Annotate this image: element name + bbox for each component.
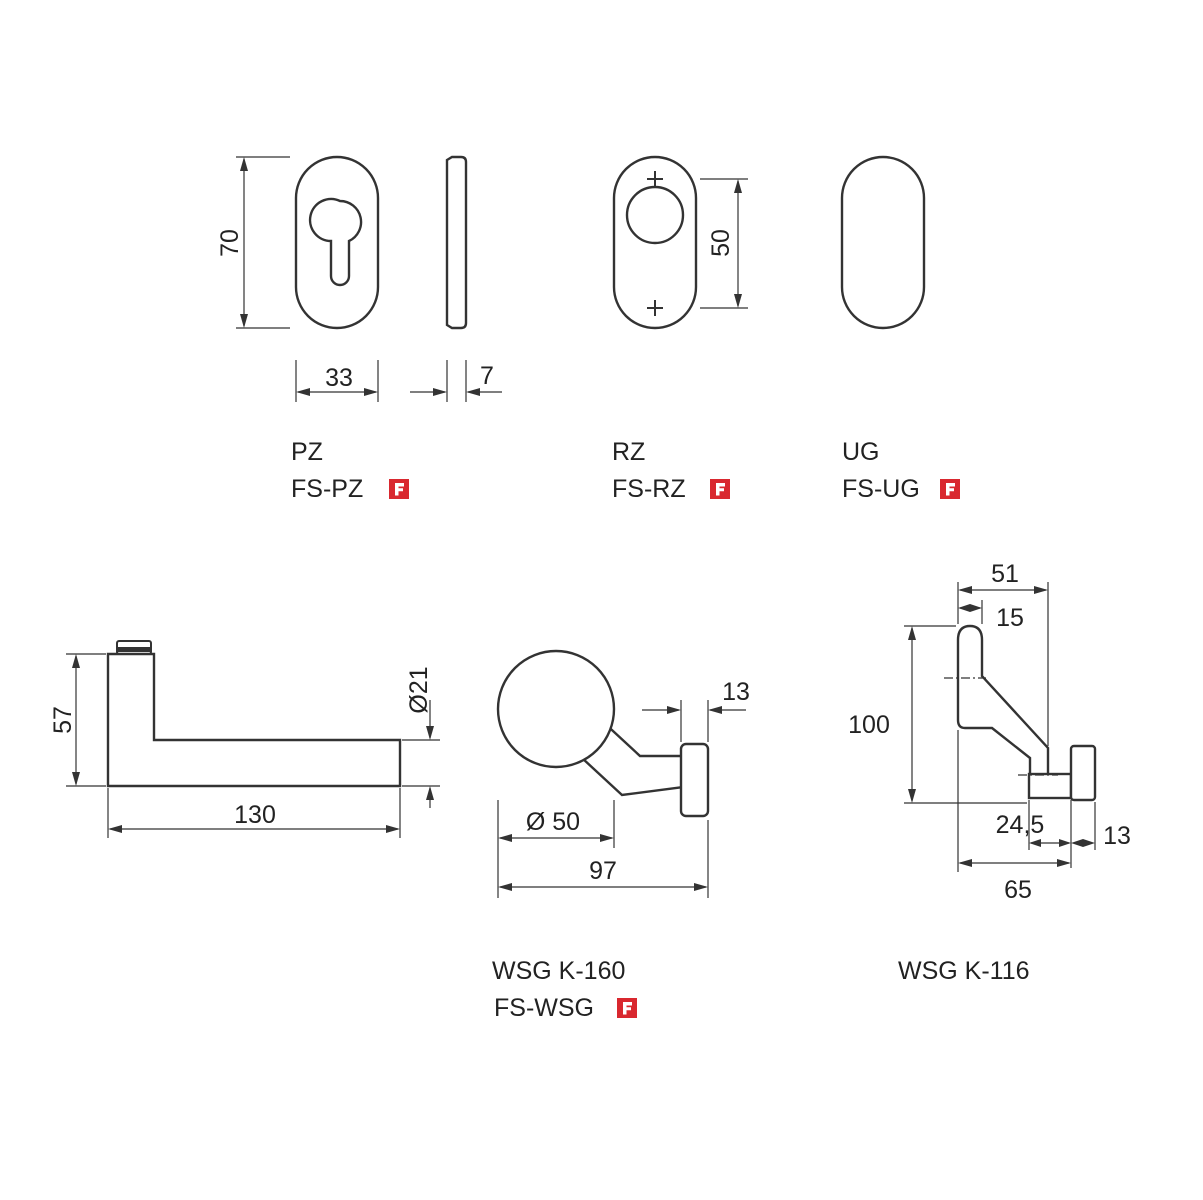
- pz-label: PZ: [291, 438, 323, 466]
- lever-height-value: 57: [49, 706, 77, 734]
- rz-label: RZ: [612, 438, 645, 466]
- wsg-k116-length-value: 65: [1004, 876, 1032, 904]
- pz-height-dimension: 70: [216, 156, 290, 329]
- pz-width-value: 33: [325, 364, 353, 392]
- wsg-k160-fs-label: FS-WSG: [494, 994, 594, 1022]
- wsg-k160-diameter-value: Ø 50: [526, 808, 580, 836]
- wsg-k116-height-value: 100: [848, 711, 890, 739]
- wsg-k116-mid-dimension: 24,5 13: [996, 800, 1131, 868]
- lever-handle-side-view: [106, 640, 402, 788]
- rz-fs-label: FS-RZ: [612, 475, 686, 503]
- pz-thickness-value: 7: [480, 362, 494, 390]
- lever-diameter-value: Ø21: [405, 666, 433, 713]
- pz-thickness-dimension: 7: [410, 360, 502, 402]
- pz-fs-label: FS-PZ: [291, 475, 363, 503]
- wsg-k116-mid-value: 24,5: [996, 811, 1045, 839]
- wsg-k160-knob-view: [496, 649, 710, 818]
- screw-plus-icon: [647, 171, 663, 187]
- ug-fs-label: FS-UG: [842, 475, 920, 503]
- rz-hole-spacing-dimension: 50: [700, 178, 748, 309]
- wsg-k116-height-dimension: 100: [848, 625, 1027, 804]
- wsg-k160-length-dimension: 97: [498, 820, 709, 898]
- ug-label: UG: [842, 438, 880, 466]
- wsg-k116-top-value: 51: [991, 560, 1019, 588]
- wsg-k116-handle-view: [944, 624, 1097, 802]
- pz-rose-front-view: [294, 155, 380, 330]
- cylinder-keyhole: [308, 197, 363, 287]
- wsg-k160-rose-value: 13: [722, 678, 750, 706]
- wsg-k160-label: WSG K-160: [492, 957, 625, 985]
- rz-fire-badge-icon: [710, 479, 730, 499]
- rz-spindle-hole: [625, 185, 685, 245]
- pz-fire-badge-icon: [389, 479, 409, 499]
- wsg-k116-top-dimension: 51: [957, 560, 1049, 746]
- rz-spacing-value: 50: [707, 229, 735, 257]
- wsg-k116-length-dimension: 65: [957, 730, 1071, 904]
- screw-plus-icon: [647, 300, 663, 316]
- pz-height-value: 70: [216, 229, 244, 257]
- wsg-k116-label: WSG K-116: [898, 957, 1030, 985]
- lever-length-value: 130: [234, 801, 276, 829]
- lever-height-dimension: 57: [49, 653, 106, 787]
- wsg-k160-diameter-dimension: Ø 50: [497, 800, 615, 898]
- wsg-k160-rose-dimension: 13: [642, 678, 750, 742]
- rz-rose-front-view: [612, 155, 698, 330]
- ug-rose-front-view: [840, 155, 926, 330]
- wsg-k160-fire-badge-icon: [617, 998, 637, 1018]
- wsg-k116-rose-value: 13: [1103, 822, 1131, 850]
- lever-length-dimension: 130: [107, 788, 401, 838]
- lever-diameter-dimension: Ø21: [402, 666, 440, 808]
- wsg-k116-offset-value: 15: [996, 604, 1024, 632]
- ug-fire-badge-icon: [940, 479, 960, 499]
- wsg-k160-length-value: 97: [589, 857, 617, 885]
- wsg-k116-offset-dimension: 15: [958, 600, 1024, 632]
- pz-width-dimension: 33: [295, 360, 379, 402]
- pz-rose-side-view: [445, 155, 468, 330]
